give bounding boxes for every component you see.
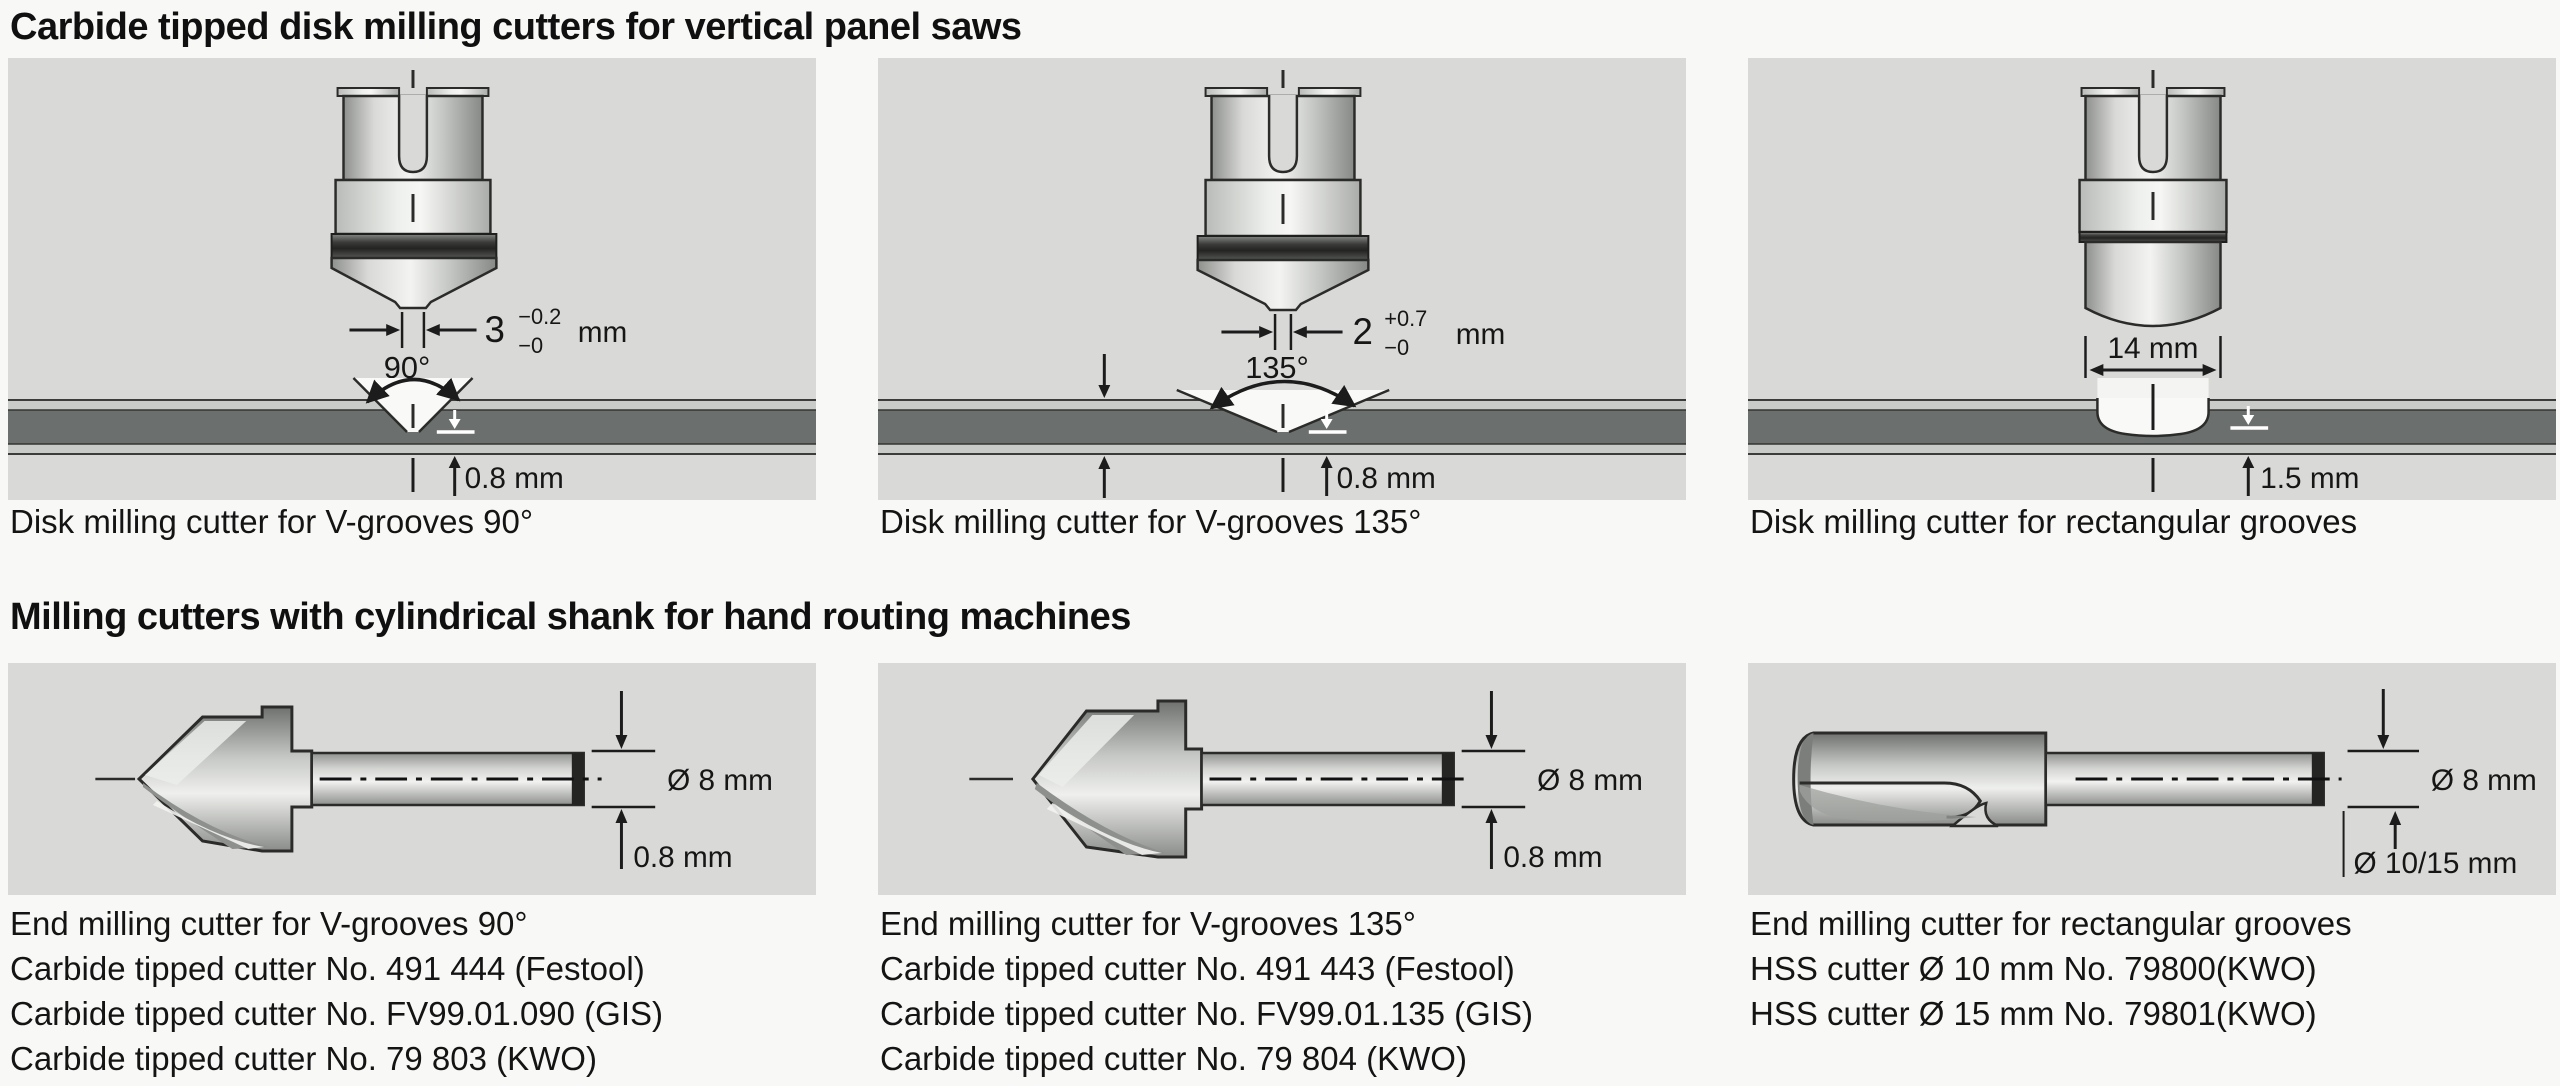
shank-diameter-label: Ø 8 mm: [1537, 764, 1643, 797]
tip-width-label: 0.8 mm: [633, 841, 732, 874]
caption-line: End milling cutter for rectangular groov…: [1750, 905, 2352, 942]
caption-line: Carbide tipped cutter No. 79 804 (KWO): [880, 1040, 1467, 1077]
depth-marker: 0.8 mm: [411, 410, 564, 496]
caption-line: Carbide tipped cutter No. 491 443 (Festo…: [880, 950, 1515, 987]
cutter-illustration: [2078, 70, 2228, 328]
depth-marker: 1.5 mm: [2151, 406, 2359, 496]
groove-width-unit: mm: [1456, 318, 1506, 351]
groove-width-unit: mm: [578, 316, 628, 349]
cutter-head-90: [136, 705, 314, 853]
width-dimension: 3 −0.2 −0 mm: [349, 304, 627, 358]
diagram-disk-cutter-135: 2 +0.7 −0 mm 135°: [878, 70, 1686, 498]
caption-block-end-mill-90: End milling cutter for V-grooves 90° Car…: [10, 901, 663, 1081]
cutter-illustration: [330, 70, 498, 310]
groove-angle-label: 135°: [1245, 350, 1309, 385]
caption-line: Carbide tipped cutter No. 491 444 (Festo…: [10, 950, 645, 987]
shank-diameter-label: Ø 8 mm: [667, 764, 773, 797]
cutter-disk-band: [1196, 235, 1370, 261]
depth-marker: 0.8 mm: [1281, 410, 1436, 496]
section-title-disk-cutters: Carbide tipped disk milling cutters for …: [10, 6, 1022, 48]
caption-disk-cutter-90: Disk milling cutter for V-grooves 90°: [10, 503, 534, 540]
caption-block-end-mill-135: End milling cutter for V-grooves 135° Ca…: [880, 901, 1533, 1081]
groove-width-tol-upper: −0.2: [518, 304, 561, 329]
diameter-dimension: Ø 8 mm 0.8 mm: [591, 691, 773, 874]
remaining-depth-label: 0.8 mm: [465, 462, 564, 495]
caption-line: HSS cutter Ø 10 mm No. 79800(KWO): [1750, 950, 2317, 987]
cutter-cone-90: [330, 256, 498, 310]
diameter-dimension: Ø 8 mm Ø 10/15 mm: [2342, 689, 2537, 880]
groove-width-value: 3: [484, 309, 504, 350]
caption-line: End milling cutter for V-grooves 135°: [880, 905, 1416, 942]
remaining-depth-label: 1.5 mm: [2260, 462, 2359, 495]
diagram-disk-cutter-90: 3 −0.2 −0 mm 90° 0.8 mm: [8, 70, 816, 496]
caption-line: End milling cutter for V-grooves 90°: [10, 905, 528, 942]
width-dimension: 14 mm: [2084, 332, 2222, 378]
panel-disk-cutter-135: 2 +0.7 −0 mm 135°: [878, 58, 1686, 500]
caption-line: Carbide tipped cutter No. FV99.01.135 (G…: [880, 995, 1534, 1032]
remaining-depth-label: 0.8 mm: [1337, 462, 1436, 495]
diagram-disk-cutter-rect: 14 mm 1.5 mm: [1748, 70, 2556, 496]
cutter-cylinder: [2084, 240, 2222, 328]
groove-width-tol-lower: −0: [518, 333, 543, 358]
panel-disk-cutter-90: 3 −0.2 −0 mm 90° 0.8 mm: [8, 58, 816, 500]
section-title-shank-cutters: Milling cutters with cylindrical shank f…: [10, 596, 1131, 638]
groove-width-tol-upper: +0.7: [1384, 306, 1427, 331]
caption-disk-cutter-rect: Disk milling cutter for rectangular groo…: [1750, 503, 2358, 540]
groove-width-label: 14 mm: [2108, 332, 2199, 365]
groove-width-tol-lower: −0: [1384, 335, 1409, 360]
caption-block-end-mill-rect: End milling cutter for rectangular groov…: [1750, 901, 2352, 1036]
cutter-head-cylinder: [1792, 731, 2048, 828]
diagram-end-mill-90: Ø 8 mm 0.8 mm: [95, 691, 773, 874]
cutter-head-135: [1030, 699, 1204, 859]
width-dimension: 2 +0.7 −0 mm: [1221, 306, 1505, 360]
cutter-cone-135: [1196, 258, 1370, 312]
head-diameter-label: Ø 10/15 mm: [2354, 847, 2518, 880]
caption-disk-cutter-135: Disk milling cutter for V-grooves 135°: [880, 503, 1422, 540]
groove-width-value: 2: [1352, 311, 1372, 352]
board-thickness-arrows: [1098, 354, 1111, 498]
angle-arc-arrow: [365, 377, 461, 404]
panel-end-mill-90: Ø 8 mm 0.8 mm: [8, 663, 816, 895]
diameter-dimension: Ø 8 mm 0.8 mm: [1461, 691, 1643, 874]
caption-line: Carbide tipped cutter No. 79 803 (KWO): [10, 1040, 597, 1077]
angle-arc-arrow: [1209, 379, 1357, 410]
cutter-illustration: [1196, 70, 1370, 312]
caption-line: Carbide tipped cutter No. FV99.01.090 (G…: [10, 995, 664, 1032]
shank-end-cap: [571, 753, 584, 805]
diagram-end-mill-135: Ø 8 mm 0.8 mm: [969, 691, 1643, 874]
panel-disk-cutter-rect: 14 mm 1.5 mm: [1748, 58, 2556, 500]
shank-diameter-label: Ø 8 mm: [2431, 764, 2537, 797]
panel-end-mill-rect: Ø 8 mm Ø 10/15 mm: [1748, 663, 2556, 895]
diagram-end-mill-rect: Ø 8 mm Ø 10/15 mm: [1792, 689, 2537, 880]
caption-line: HSS cutter Ø 15 mm No. 79801(KWO): [1750, 995, 2317, 1032]
tip-width-label: 0.8 mm: [1503, 841, 1602, 874]
panel-end-mill-135: Ø 8 mm 0.8 mm: [878, 663, 1686, 895]
cutter-disk-band: [330, 233, 498, 259]
